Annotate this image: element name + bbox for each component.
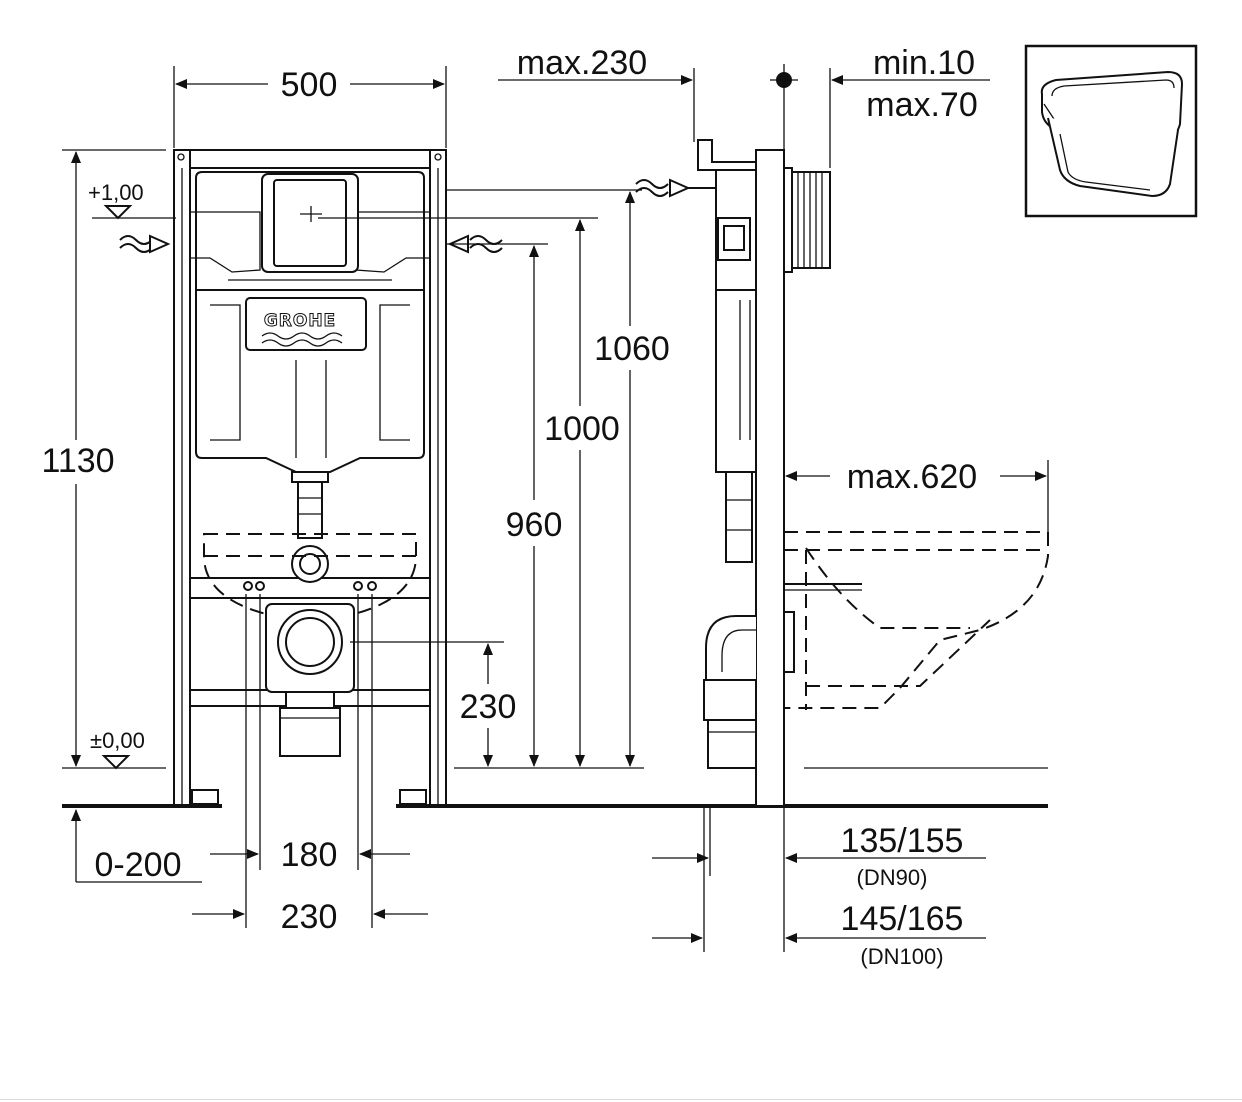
wall-max-label: max.70 <box>866 86 978 124</box>
mounting-bolts <box>243 581 377 591</box>
bowl-side-outline <box>784 531 1049 710</box>
pipe-dn90-label: 135/155 <box>841 822 964 860</box>
drain-connection <box>265 603 355 757</box>
flush-plate-opening <box>261 173 359 273</box>
level-zero-label: ±0,00 <box>90 728 145 753</box>
frame-post-side <box>755 149 785 807</box>
bowl-outline <box>203 533 417 624</box>
dimension-wall-thickness: min.10 max.70 <box>829 44 990 168</box>
width-label: 500 <box>281 66 338 104</box>
dimension-bolt-spacing: 180 230 <box>192 594 428 936</box>
water-inlet-side-icon <box>635 178 716 198</box>
floor-offset-label: 0-200 <box>95 846 182 884</box>
wall-min-label: min.10 <box>873 44 975 82</box>
drain-height-label: 230 <box>460 688 517 726</box>
dimension-bowl-projection: max.620 <box>785 458 1049 532</box>
level-marker-top: +1,00 <box>88 180 144 220</box>
product-thumbnail <box>1024 44 1198 218</box>
pipe-dn100-note: (DN100) <box>860 944 943 969</box>
dimension-1000: 1000 <box>544 219 620 767</box>
logo-text: GROHE <box>264 311 336 331</box>
dimension-960: 960 <box>506 245 563 767</box>
drain-elbow <box>703 611 795 769</box>
dimension-floor-offset: 0-200 <box>71 809 202 884</box>
height-1060-label: 1060 <box>594 330 670 368</box>
dimension-max-depth: max.230 <box>498 44 695 142</box>
bottom-divider <box>0 1099 1242 1100</box>
side-view: max.230 min.10 max.70 max.620 135/155 (D… <box>498 44 1049 969</box>
pipe-dn100-label: 145/165 <box>841 900 964 938</box>
grohe-logo: GROHE <box>245 297 367 351</box>
front-view: GROHE <box>41 66 1048 936</box>
outer-spacing-label: 230 <box>281 898 338 936</box>
total-height-label: 1130 <box>41 442 114 480</box>
wall-axis-marker-icon <box>770 64 798 150</box>
wall-hung-toilet-icon <box>1040 70 1184 198</box>
dimension-total-height: 1130 <box>41 151 115 767</box>
dimension-drain-height: 230 <box>460 643 517 767</box>
flush-pipe <box>291 471 329 583</box>
dimension-1060: 1060 <box>594 191 670 767</box>
level-top-label: +1,00 <box>88 180 144 205</box>
max-depth-label: max.230 <box>517 44 647 82</box>
water-inlet-left-icon <box>119 234 171 254</box>
dimension-width: 500 <box>173 66 447 148</box>
cistern-side <box>697 139 757 563</box>
flush-plate-side <box>783 167 831 273</box>
dimension-pipe-depth: 135/155 (DN90) 145/165 (DN100) <box>652 806 986 969</box>
height-960-label: 960 <box>506 506 563 544</box>
level-marker-zero: ±0,00 <box>90 728 145 770</box>
pipe-dn90-note: (DN90) <box>857 865 928 890</box>
inner-spacing-label: 180 <box>281 836 338 874</box>
height-1000-label: 1000 <box>544 410 620 448</box>
bowl-projection-label: max.620 <box>847 458 977 496</box>
